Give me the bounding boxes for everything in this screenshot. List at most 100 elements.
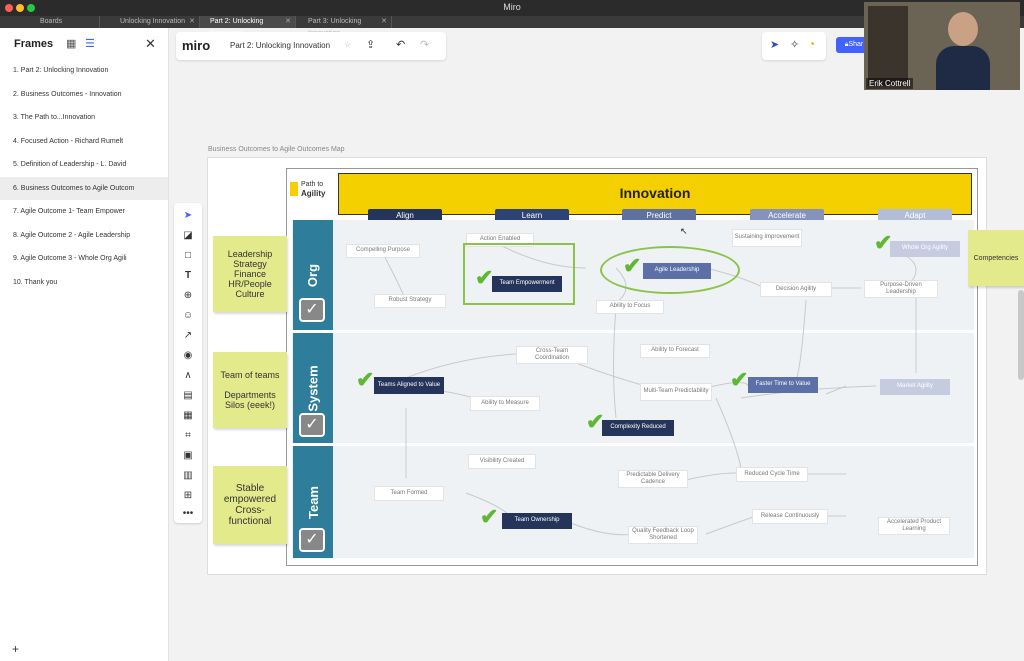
chart-icon[interactable]: ▥ — [183, 470, 193, 481]
lock-icon: 🔒︎ — [844, 41, 849, 48]
node-agile-leadership[interactable]: Agile Leadership — [643, 263, 711, 279]
node-team-ownership[interactable]: Team Ownership — [502, 513, 572, 529]
node-complexity-reduced[interactable]: Complexity Reduced — [602, 420, 674, 436]
grid-view-icon[interactable]: ▦ — [66, 38, 77, 50]
close-window-icon[interactable] — [5, 4, 13, 12]
frame-item[interactable]: 2. Business Outcomes - Innovation — [13, 91, 122, 98]
person-image — [948, 12, 978, 46]
tab-boards[interactable]: Boards — [0, 16, 100, 28]
frame-item[interactable]: 7. Agile Outcome 1- Team Empower — [13, 208, 125, 215]
star-icon[interactable]: ☆ — [344, 40, 352, 49]
share-button[interactable]: 🔒︎Shar — [836, 37, 872, 53]
sticky-note-org[interactable]: Leadership Strategy Finance HR/People Cu… — [213, 236, 287, 312]
select-tool-icon[interactable]: ➤ — [183, 210, 193, 221]
pen-icon[interactable]: ∧ — [184, 370, 192, 381]
undo-icon[interactable]: ↶ — [396, 39, 406, 51]
node-faster-time-to-value[interactable]: Faster Time to Value — [748, 377, 818, 393]
comment-icon[interactable]: ▤ — [183, 390, 193, 401]
node-ability-to-focus[interactable]: Ability to Focus — [596, 300, 664, 314]
timer-icon[interactable]: ◔ — [808, 37, 816, 51]
node-visibility-created[interactable]: Visibility Created — [468, 454, 536, 469]
node-ability-to-forecast[interactable]: Ability to Forecast — [640, 344, 710, 358]
redo-icon[interactable]: ↷ — [420, 39, 430, 51]
board-top-bar: miro Part 2: Unlocking Innovation ☆ ⇪ ↶ … — [176, 32, 446, 60]
sticky-note-icon[interactable]: ◪ — [183, 230, 193, 241]
node-quality-feedback[interactable]: Quality Feedback Loop Shortened — [628, 526, 698, 544]
close-icon[interactable]: ✕ — [189, 18, 195, 25]
more-icon[interactable]: ••• — [182, 508, 194, 519]
logo-line-1: Path to — [301, 181, 324, 188]
node-team-formed[interactable]: Team Formed — [374, 486, 444, 501]
close-icon[interactable]: ✕ — [285, 18, 291, 25]
tab-unlocking-innovation[interactable]: Unlocking Innovation✕ — [100, 16, 200, 28]
minimize-window-icon[interactable] — [16, 4, 24, 12]
camera-icon[interactable]: ◉ — [183, 350, 193, 361]
add-frame-button[interactable]: + — [12, 642, 20, 656]
node-multi-team-predictability[interactable]: Multi-Team Predictability — [640, 383, 712, 401]
node-team-empowerment[interactable]: Team Empowerment — [492, 276, 562, 292]
node-decision-agility[interactable]: Decision Agility — [760, 282, 832, 297]
node-cross-team-coordination[interactable]: Cross-Team Coordination — [516, 346, 588, 364]
frame-item[interactable]: 5. Definition of Leadership - L. David — [13, 161, 127, 168]
phase-adapt[interactable]: Adapt — [878, 209, 952, 222]
connector-icon[interactable]: ↗ — [183, 330, 193, 341]
checkmark-icon: ✔ — [356, 367, 375, 392]
frame-item[interactable]: 1. Part 2: Unlocking Innovation — [13, 67, 109, 74]
sticky-note-competencies[interactable]: Competencies — [968, 230, 1024, 286]
node-robust-strategy[interactable]: Robust Strategy — [374, 294, 446, 308]
creation-toolbar: ➤ ◪ □ T ⊕ ☺ ↗ ◉ ∧ ▤ ▦ ⌗ ▣ ▥ ⊞ ••• — [174, 203, 202, 523]
phase-predict[interactable]: Predict — [622, 209, 696, 222]
celebrate-icon[interactable]: ✧ — [790, 39, 800, 51]
frame-item[interactable]: 4. Focused Action - Richard Rumelt — [13, 138, 124, 145]
upload-image-icon[interactable]: ▣ — [183, 450, 193, 461]
node-compelling-purpose[interactable]: Compelling Purpose — [346, 244, 420, 258]
node-purpose-driven-leadership[interactable]: Purpose-Driven Leadership — [864, 280, 938, 298]
maximize-window-icon[interactable] — [27, 4, 35, 12]
node-predictable-delivery-cadence[interactable]: Predictable Delivery Cadence — [618, 470, 688, 488]
frame-item[interactable]: 8. Agile Outcome 2 - Agile Leadership — [13, 232, 131, 239]
node-accelerated-product-learning[interactable]: Accelerated Product Learning — [878, 517, 950, 535]
node-teams-aligned-to-value[interactable]: Teams Aligned to Value — [374, 377, 444, 394]
frame-label[interactable]: Business Outcomes to Agile Outcomes Map — [208, 146, 345, 153]
close-icon[interactable]: ✕ — [145, 36, 156, 51]
upload-icon[interactable]: ⇪ — [366, 39, 376, 51]
sticky-line: Stable — [235, 483, 265, 494]
tab-label: Boards — [40, 18, 63, 25]
miro-logo[interactable]: miro — [182, 38, 211, 53]
tab-part-3[interactable]: Part 3: Unlocking Innovation✕ — [296, 16, 392, 37]
title-bar: Miro — [0, 0, 1024, 16]
node-sustaining-improvement[interactable]: Sustaining Improvement — [732, 229, 802, 247]
node-ability-to-measure[interactable]: Ability to Measure — [470, 396, 540, 411]
vertical-scrollbar[interactable] — [1018, 290, 1024, 380]
node-release-continuously[interactable]: Release Continuously — [752, 509, 828, 524]
phase-accelerate[interactable]: Accelerate — [750, 209, 824, 222]
checkmark-icon: ✔ — [623, 253, 642, 278]
frame-item[interactable]: 3. The Path to...Innovation — [13, 114, 95, 121]
templates-icon[interactable]: ⊕ — [183, 290, 193, 301]
frame-item[interactable]: 9. Agile Outcome 3 - Whole Org Agili — [13, 255, 127, 262]
phase-align[interactable]: Align — [368, 209, 442, 222]
frame-item-selected[interactable]: 6. Business Outcomes to Agile Outcom — [0, 177, 168, 200]
board-name[interactable]: Part 2: Unlocking Innovation — [230, 41, 331, 50]
close-icon[interactable]: ✕ — [381, 18, 387, 25]
frame-item[interactable]: 10. Thank you — [13, 279, 58, 286]
frame-tool-icon[interactable]: ⌗ — [185, 430, 191, 441]
node-whole-org-agility[interactable]: Whole Org Agility — [890, 241, 960, 257]
node-market-agility[interactable]: Market Agility — [880, 379, 950, 395]
apps-icon[interactable]: ⊞ — [183, 490, 193, 501]
phase-learn[interactable]: Learn — [495, 209, 569, 222]
sticky-note-system[interactable]: Team of teams Departments Silos (eeek!) — [213, 352, 287, 428]
cursor-icon[interactable]: ➤ — [770, 39, 780, 51]
table-icon[interactable]: ▦ — [183, 410, 193, 421]
row-label-system: System ✓ — [293, 333, 333, 443]
banner-title: Innovation — [619, 185, 691, 201]
text-tool-icon[interactable]: T — [184, 270, 192, 281]
tab-part-2[interactable]: Part 2: Unlocking Innovation✕ — [200, 16, 296, 37]
check-icon: ✓ — [299, 528, 325, 552]
sticky-note-team[interactable]: Stable empowered Cross- functional — [213, 466, 287, 544]
list-view-icon[interactable]: ☰ — [85, 38, 95, 50]
sticker-icon[interactable]: ☺ — [182, 310, 194, 321]
shape-tool-icon[interactable]: □ — [184, 250, 192, 261]
node-reduced-cycle-time[interactable]: Reduced Cycle Time — [736, 467, 808, 482]
frames-title: Frames — [14, 38, 54, 50]
